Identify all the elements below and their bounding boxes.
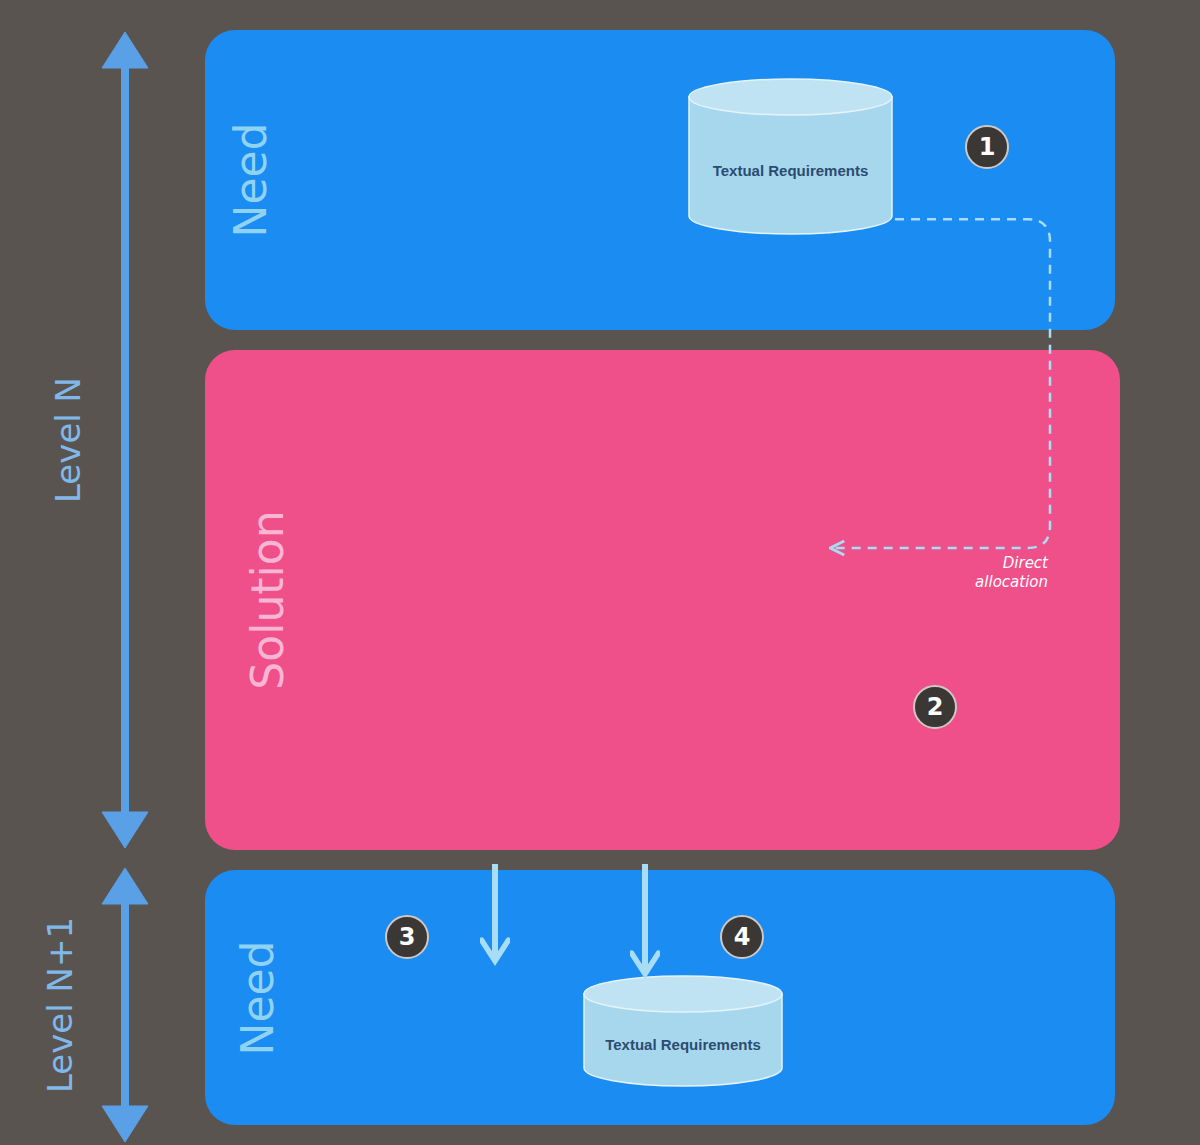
- callout-number: 3: [385, 915, 429, 959]
- database-cylinder: Textual Requirements: [688, 78, 893, 235]
- cylinder-top: [689, 79, 892, 115]
- cylinder-label: Textual Requirements: [702, 161, 879, 181]
- level-label: Level N: [48, 377, 88, 503]
- callout-number: 4: [720, 915, 764, 959]
- level-label: Level N+1: [40, 917, 80, 1093]
- callout-number: 2: [913, 685, 957, 729]
- cylinder-shape: [583, 975, 783, 1087]
- cylinder-label: Textual Requirements: [597, 1035, 769, 1055]
- level-arrow: [102, 32, 148, 1142]
- band-heading: Need: [232, 940, 283, 1055]
- level-band: Solution: [205, 350, 1120, 850]
- database-cylinder: Textual Requirements: [583, 975, 783, 1087]
- callout-number: 1: [965, 125, 1009, 169]
- band-heading: Solution: [242, 510, 293, 689]
- level-band: NeedTextual Requirements: [205, 870, 1115, 1125]
- cylinder-body: [689, 96, 892, 234]
- band-heading: Need: [225, 123, 276, 238]
- cylinder-shape: [688, 78, 893, 235]
- cylinder-top: [584, 976, 782, 1012]
- level-band: Need Textual Requirements: [205, 30, 1115, 330]
- edge-label: Direct allocation: [925, 554, 1051, 592]
